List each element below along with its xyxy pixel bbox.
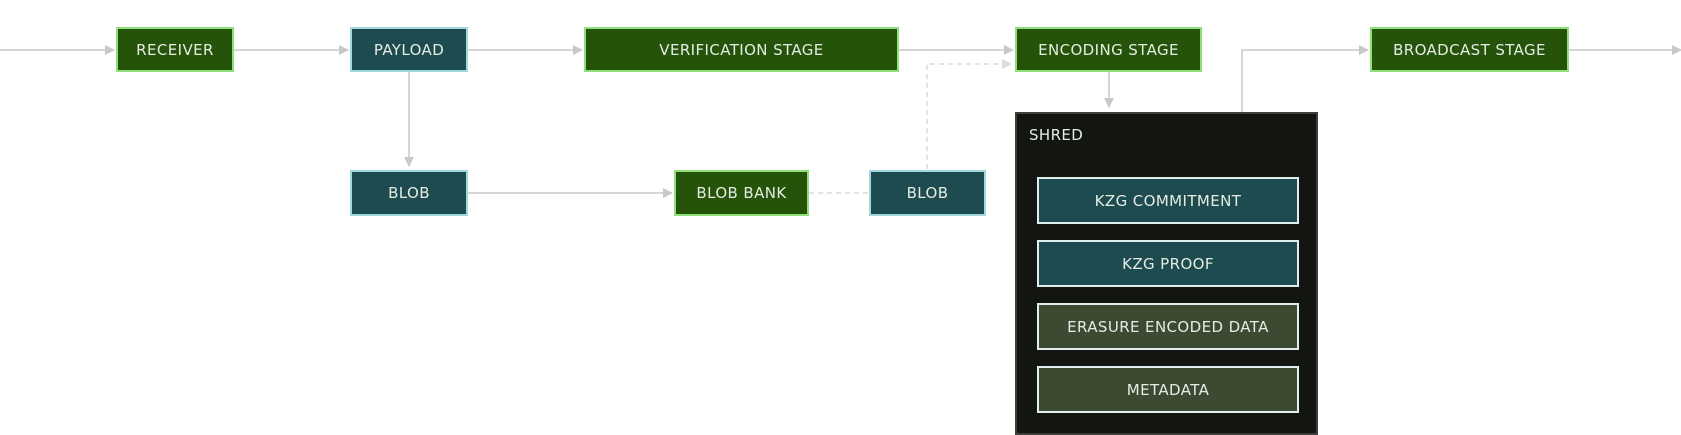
broadcast-stage-node: BROADCAST STAGE — [1370, 27, 1569, 72]
kzg-proof-label: KZG PROOF — [1122, 254, 1214, 273]
verification-stage-label: VERIFICATION STAGE — [659, 40, 824, 59]
verification-stage-node: VERIFICATION STAGE — [584, 27, 899, 72]
blob-node-right: BLOB — [869, 170, 986, 216]
erasure-encoded-data-node: ERASURE ENCODED DATA — [1037, 303, 1299, 350]
blob-node-left: BLOB — [350, 170, 468, 216]
encoding-stage-node: ENCODING STAGE — [1015, 27, 1202, 72]
encoding-stage-label: ENCODING STAGE — [1038, 40, 1179, 59]
broadcast-stage-label: BROADCAST STAGE — [1393, 40, 1546, 59]
shred-title: SHRED — [1029, 126, 1084, 144]
arrow-shred-to-broadcast — [1241, 45, 1369, 112]
kzg-proof-node: KZG PROOF — [1037, 240, 1299, 287]
blob-right-label: BLOB — [906, 184, 949, 202]
payload-label: PAYLOAD — [373, 40, 445, 59]
dashed-arrow-blob-to-encoding — [926, 59, 1012, 169]
receiver-node: RECEIVER — [116, 27, 234, 72]
blob-bank-node: BLOB BANK — [674, 170, 809, 216]
erasure-encoded-data-label: ERASURE ENCODED DATA — [1067, 317, 1269, 336]
kzg-commitment-label: KZG COMMITMENT — [1094, 191, 1242, 210]
metadata-label: METADATA — [1126, 380, 1210, 399]
receiver-label: RECEIVER — [136, 40, 214, 59]
payload-node: PAYLOAD — [350, 27, 468, 72]
metadata-node: METADATA — [1037, 366, 1299, 413]
kzg-commitment-node: KZG COMMITMENT — [1037, 177, 1299, 224]
blob-bank-label: BLOB BANK — [696, 184, 787, 202]
blob-left-label: BLOB — [388, 184, 430, 202]
shred-container: SHRED KZG COMMITMENT KZG PROOF ERASURE E… — [1015, 112, 1318, 435]
